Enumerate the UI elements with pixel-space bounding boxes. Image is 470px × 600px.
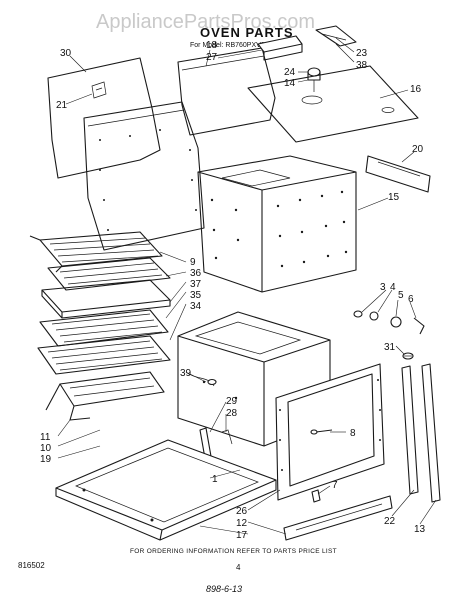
callout-7: 7 — [332, 480, 338, 491]
callout-leaders — [57, 37, 437, 535]
oven-sensor — [310, 429, 333, 435]
handwritten-note: 898-6-13 — [206, 584, 242, 594]
callout-23: 23 — [356, 48, 368, 59]
vent-knob — [307, 67, 321, 92]
oven-bottom-panel — [55, 439, 277, 541]
oven-rack-lower — [37, 335, 171, 375]
callout-37: 37 — [190, 279, 202, 290]
callout-9: 9 — [190, 257, 196, 268]
watermark-text: AppliancePartsPros.com — [96, 11, 315, 33]
bake-element — [45, 371, 165, 421]
callout-18: 18 — [206, 40, 218, 51]
callout-26: 26 — [236, 506, 248, 517]
callout-6: 6 — [408, 294, 414, 305]
callout-36: 36 — [190, 268, 202, 279]
callout-8: 8 — [350, 428, 356, 439]
cabinet-side-panel — [83, 101, 205, 251]
broil-element — [29, 231, 163, 273]
rear-insulation-panel — [47, 57, 161, 179]
broiler-grid — [47, 257, 171, 291]
oven-outer-wrapper — [197, 155, 357, 293]
oven-rack-upper — [39, 309, 169, 347]
ordering-note: FOR ORDERING INFORMATION REFER TO PARTS … — [130, 548, 337, 555]
callout-14: 14 — [284, 78, 296, 89]
callout-19: 19 — [40, 454, 52, 465]
callout-34: 34 — [190, 301, 202, 312]
callout-16: 16 — [410, 84, 422, 95]
callout-10: 10 — [40, 443, 52, 454]
callout-15: 15 — [388, 192, 400, 203]
vent-duct — [257, 35, 303, 61]
callout-21: 21 — [56, 100, 68, 111]
top-bracket — [315, 25, 357, 47]
oven-top-plate — [247, 65, 419, 143]
model-subtitle: For Model: RB760PXV2 — [190, 42, 265, 49]
callout-39: 39 — [180, 368, 192, 379]
callout-35: 35 — [190, 290, 202, 301]
callout-29: 29 — [226, 396, 238, 407]
document-number: 816502 — [18, 561, 45, 570]
page-number: 4 — [236, 563, 241, 572]
callout-13: 13 — [414, 524, 426, 535]
callout-27: 27 — [206, 52, 218, 63]
callout-17: 17 — [236, 530, 248, 541]
wire-harness — [185, 371, 217, 387]
callout-12: 12 — [236, 518, 248, 529]
door-trim-right — [421, 363, 441, 503]
callout-1: 1 — [212, 474, 218, 485]
callout-11: 11 — [40, 432, 51, 443]
callout-4: 4 — [390, 282, 396, 293]
rear-strip — [365, 155, 431, 193]
hinge-receiver — [311, 489, 321, 503]
bottom-trim-strip — [283, 495, 393, 541]
callout-28: 28 — [226, 408, 238, 419]
callout-5: 5 — [398, 290, 404, 301]
light-clip — [402, 352, 414, 360]
page-title: OVEN PARTS — [200, 25, 294, 40]
broiler-pan — [41, 279, 171, 319]
oven-light-assembly — [353, 310, 425, 335]
callout-20: 20 — [412, 144, 424, 155]
callout-31: 31 — [384, 342, 396, 353]
top-cover — [177, 47, 276, 136]
callout-38: 38 — [356, 60, 368, 71]
callout-22: 22 — [384, 516, 396, 527]
door-trim-left — [401, 365, 419, 495]
callout-30: 30 — [60, 48, 72, 59]
callout-3: 3 — [380, 282, 386, 293]
callout-labels: 30 21 18 27 23 38 24 14 16 20 15 9 36 37… — [40, 40, 426, 541]
callout-24: 24 — [284, 67, 296, 78]
